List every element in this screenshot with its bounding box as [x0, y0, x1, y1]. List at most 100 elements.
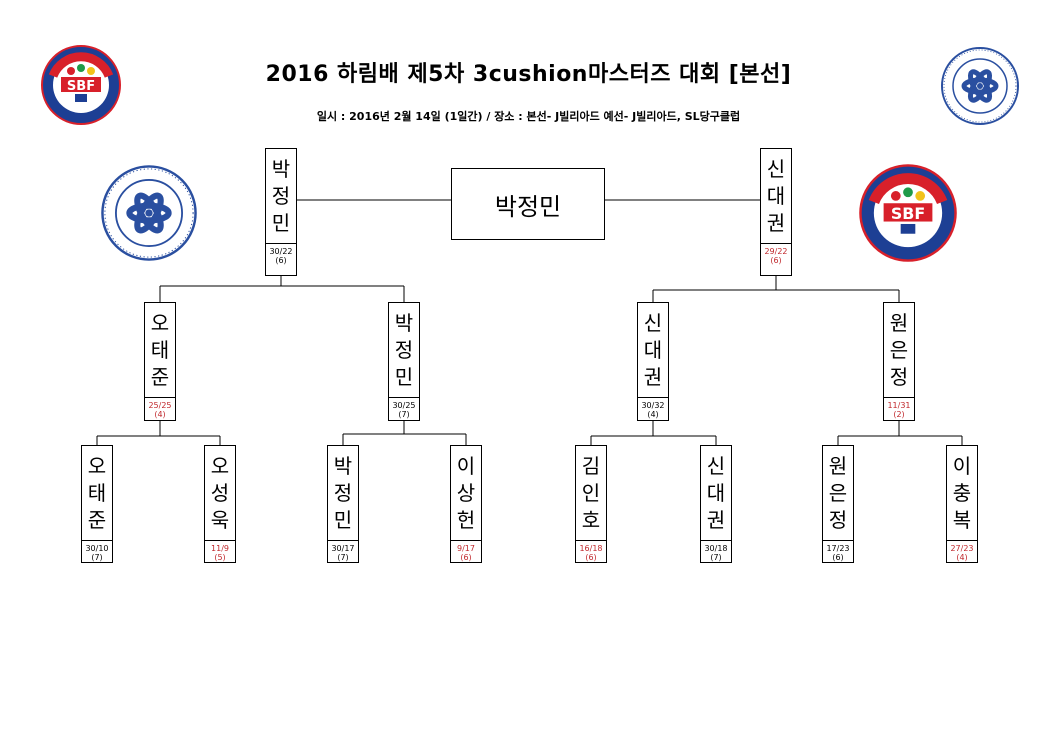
innings-value: (7): [337, 553, 349, 562]
name-syllable: 성: [210, 480, 230, 505]
innings-value: (6): [585, 553, 597, 562]
score-value: 17/23: [826, 544, 850, 553]
player-score: 27/23 (4): [947, 540, 977, 562]
innings-value: (6): [275, 256, 287, 265]
name-syllable: 준: [150, 364, 170, 389]
champion-box: 박정민: [451, 168, 605, 240]
innings-value: (5): [214, 553, 226, 562]
name-syllable: 헌: [456, 507, 476, 532]
innings-value: (4): [647, 410, 659, 419]
score-value: 29/22: [764, 247, 788, 256]
name-syllable: 정: [271, 183, 291, 208]
name-syllable: 정: [889, 364, 909, 389]
name-syllable: 정: [333, 480, 353, 505]
score-value: 9/17: [457, 544, 475, 553]
name-syllable: 욱: [210, 507, 230, 532]
council-logo-left: [100, 164, 198, 266]
page-title: 2016 하림배 제5차 3cushion마스터즈 대회 [본선]: [265, 62, 792, 87]
sbf-letters: SBF: [67, 79, 95, 94]
innings-value: (6): [460, 553, 472, 562]
innings-value: (6): [770, 256, 782, 265]
innings-value: (7): [398, 410, 410, 419]
score-value: 30/32: [641, 401, 665, 410]
name-syllable: 은: [828, 480, 848, 505]
score-value: 27/23: [950, 544, 974, 553]
score-value: 16/18: [579, 544, 603, 553]
name-syllable: 준: [87, 507, 107, 532]
player-score: 30/10 (7): [82, 540, 112, 562]
player-score: 11/9 (5): [205, 540, 235, 562]
score-value: 25/25: [148, 401, 172, 410]
name-syllable: 민: [394, 364, 414, 389]
name-syllable: 은: [889, 337, 909, 362]
name-syllable: 권: [706, 507, 726, 532]
name-syllable: 상: [456, 480, 476, 505]
score-value: 30/22: [269, 247, 293, 256]
name-syllable: 오: [87, 453, 107, 478]
score-value: 30/25: [392, 401, 416, 410]
innings-value: (4): [154, 410, 166, 419]
player-score: 9/17 (6): [451, 540, 481, 562]
name-syllable: 이: [456, 453, 476, 478]
name-syllable: 권: [643, 364, 663, 389]
name-syllable: 원: [828, 453, 848, 478]
name-syllable: 박: [271, 156, 291, 181]
player-score: 30/25 (7): [389, 397, 419, 420]
council-logo-top-right: [940, 46, 1020, 130]
name-syllable: 신: [766, 156, 786, 181]
name-syllable: 원: [889, 310, 909, 335]
player-score: 17/23 (6): [823, 540, 853, 562]
name-syllable: 대: [766, 183, 786, 208]
score-value: 30/18: [704, 544, 728, 553]
name-syllable: 오: [150, 310, 170, 335]
name-syllable: 박: [333, 453, 353, 478]
innings-value: (6): [832, 553, 844, 562]
name-syllable: 충: [952, 480, 972, 505]
innings-value: (4): [956, 553, 968, 562]
name-syllable: 신: [643, 310, 663, 335]
innings-value: (2): [893, 410, 905, 419]
score-value: 30/10: [85, 544, 109, 553]
name-syllable: 김: [581, 453, 601, 478]
player-score: 11/31 (2): [884, 397, 914, 420]
name-syllable: 권: [766, 210, 786, 235]
sbf-logo-right: SBF: [858, 163, 958, 267]
player-score: 30/32 (4): [638, 397, 668, 420]
name-syllable: 신: [706, 453, 726, 478]
player-score: 30/17 (7): [328, 540, 358, 562]
name-syllable: 오: [210, 453, 230, 478]
name-syllable: 태: [87, 480, 107, 505]
player-score: 25/25 (4): [145, 397, 175, 420]
name-syllable: 호: [581, 507, 601, 532]
name-syllable: 이: [952, 453, 972, 478]
player-score: 16/18 (6): [576, 540, 606, 562]
champion-name: 박정민: [494, 192, 562, 221]
score-value: 11/9: [211, 544, 229, 553]
name-syllable: 인: [581, 480, 601, 505]
innings-value: (7): [710, 553, 722, 562]
